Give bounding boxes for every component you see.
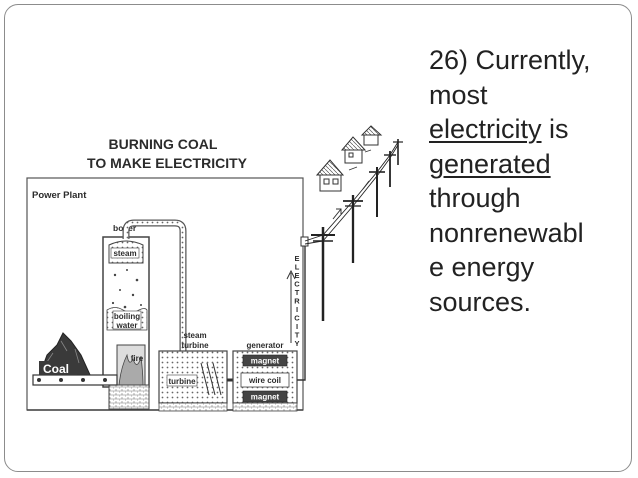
- diagram-title-line2: TO MAKE ELECTRICITY: [87, 155, 248, 171]
- electricity-letter: L: [295, 263, 300, 272]
- electricity-letter: Y: [294, 339, 299, 348]
- electricity-letter: I: [296, 322, 298, 331]
- magnet-top-label: magnet: [251, 357, 280, 366]
- steam-turbine-label-1: steam: [183, 331, 206, 340]
- generator-label: generator: [247, 341, 284, 350]
- slide-text-line: nonrenewabl: [429, 217, 584, 248]
- electricity-letter: T: [295, 288, 300, 297]
- fire-flames: [118, 353, 144, 386]
- slide-text: 26) Currently, most electricity is gener…: [429, 43, 629, 319]
- turbine-label: turbine: [168, 377, 196, 386]
- coal-label: Coal: [43, 362, 69, 376]
- electricity-letter: C: [294, 314, 300, 323]
- electricity-letter: E: [294, 271, 299, 280]
- water-label: water: [116, 321, 138, 330]
- slide: BURNING COAL TO MAKE ELECTRICITY Power P…: [4, 4, 632, 472]
- chimney: [108, 384, 150, 410]
- electricity-letter: T: [295, 331, 300, 340]
- electricity-letter: I: [296, 305, 298, 314]
- wire-coil: [240, 372, 290, 388]
- slide-text-line: sources.: [429, 286, 532, 317]
- electricity-letter: R: [294, 297, 300, 306]
- electric-wire: [297, 245, 306, 381]
- houses: [315, 125, 383, 192]
- fire-label: fire: [131, 354, 144, 363]
- steam-label: steam: [113, 249, 136, 258]
- slide-text-line: through: [429, 183, 521, 213]
- electricity-vertical-label: E L E C T R I C I T Y: [294, 254, 300, 348]
- magnet-top: [242, 354, 288, 367]
- magnet-bottom: [242, 390, 288, 403]
- slide-text-line: 26) Currently,: [429, 45, 591, 75]
- coal-power-plant-diagram: BURNING COAL TO MAKE ELECTRICITY Power P…: [26, 125, 403, 412]
- electricity-link[interactable]: electricity: [429, 114, 542, 144]
- electricity-letter: E: [294, 254, 299, 263]
- slide-text-line: generated: [429, 147, 629, 182]
- boiling-label: boiling: [114, 312, 140, 321]
- electricity-letter: C: [294, 280, 300, 289]
- steam-turbine-label-2: turbine: [181, 341, 209, 350]
- generated-link[interactable]: generated: [429, 148, 551, 179]
- slide-text-line: e energy: [429, 252, 535, 282]
- slide-text-line: electricity is: [429, 114, 569, 144]
- slide-text-line: most: [429, 79, 488, 110]
- wire-coil-label: wire coil: [248, 376, 281, 385]
- power-plant-label: Power Plant: [32, 190, 87, 201]
- power-poles: [304, 139, 403, 321]
- magnet-bottom-label: magnet: [251, 393, 280, 402]
- diagram-title-line1: BURNING COAL: [109, 136, 218, 152]
